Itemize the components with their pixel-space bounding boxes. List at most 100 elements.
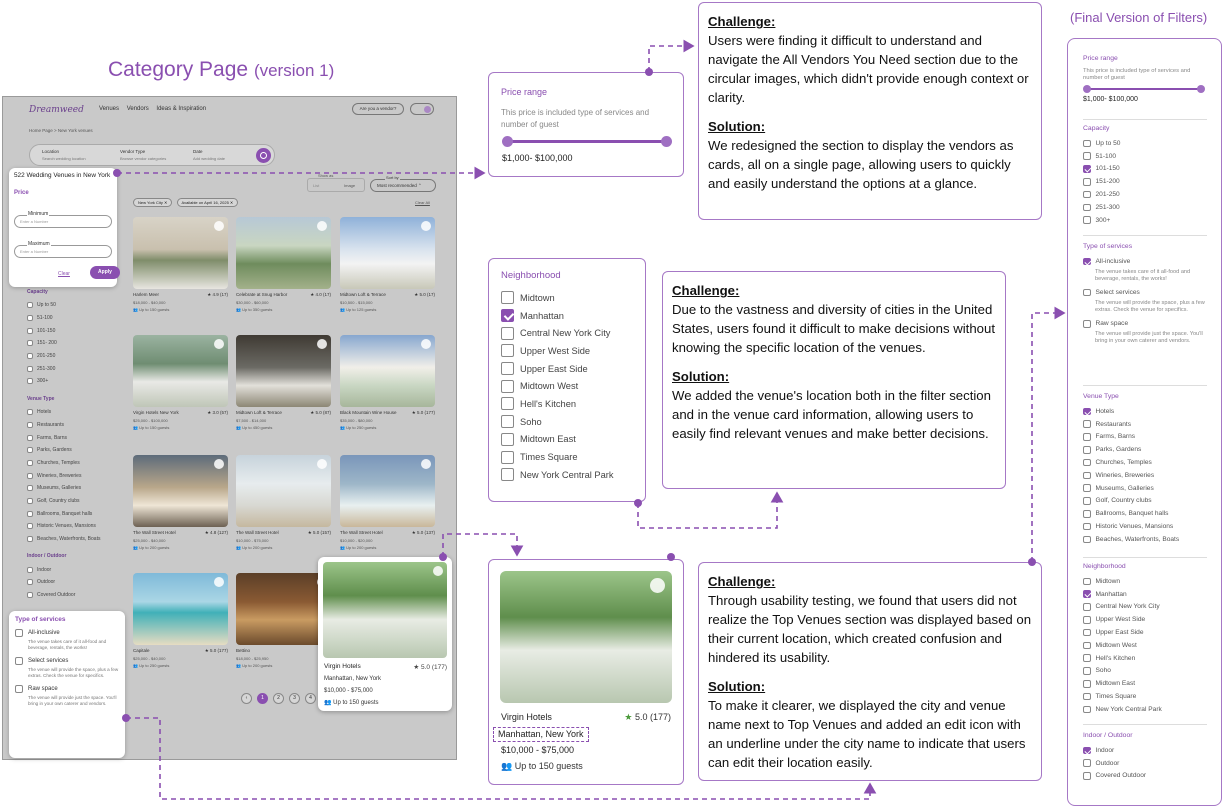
venue-card[interactable]: Midtown Loft & Terrace★ 5.0 (17)$10,500 … — [340, 217, 435, 312]
checkbox[interactable] — [501, 362, 514, 376]
checkbox[interactable] — [1083, 628, 1091, 637]
show-as-toggle[interactable]: Show as List Image — [307, 173, 365, 192]
venue-type-option[interactable]: Restaurants — [27, 419, 113, 432]
venue-type-option[interactable]: Golf, Country clubs — [27, 495, 113, 508]
checkbox[interactable] — [1083, 257, 1091, 266]
checkbox[interactable] — [1083, 178, 1091, 186]
checkbox[interactable] — [1083, 433, 1091, 441]
checkbox[interactable] — [15, 685, 23, 693]
capacity-option[interactable]: 51-100 — [1083, 150, 1207, 163]
venue-card[interactable]: Black Mountain Wine House★ 5.0 (177)$35,… — [340, 335, 435, 430]
nav-venues[interactable]: Venues — [99, 106, 120, 112]
checkbox[interactable] — [1083, 577, 1091, 586]
heart-icon[interactable] — [433, 566, 443, 576]
page-button[interactable]: 1 — [257, 693, 268, 704]
checkbox[interactable] — [1083, 446, 1091, 454]
checkbox[interactable] — [27, 447, 33, 454]
checkbox[interactable] — [27, 592, 33, 599]
page-button[interactable]: 4 — [305, 693, 316, 704]
neighborhood-option[interactable]: Midtown East — [501, 431, 633, 449]
neighborhood-option[interactable]: Times Square — [1083, 690, 1207, 703]
heart-icon[interactable] — [650, 578, 665, 593]
tos-option[interactable]: Raw space — [15, 685, 119, 693]
tos-option[interactable]: Select services — [15, 657, 119, 665]
logo[interactable]: Dreamweed — [29, 105, 84, 115]
checkbox[interactable] — [1083, 165, 1091, 173]
checkbox[interactable] — [501, 468, 514, 482]
venue-type-option[interactable]: Wineries, Breweries — [1083, 469, 1207, 482]
checkbox[interactable] — [1083, 458, 1091, 467]
tos-option[interactable]: Select services — [1083, 286, 1207, 299]
venue-type-option[interactable]: Farms, Barns — [27, 431, 113, 444]
checkbox[interactable] — [1083, 705, 1091, 714]
capacity-option[interactable]: 201-250 — [27, 350, 113, 363]
venue-type-option[interactable]: Ballrooms, Banquet halls — [27, 507, 113, 520]
checkbox[interactable] — [1083, 535, 1091, 544]
venue-type-option[interactable]: Churches, Temples — [27, 457, 113, 470]
checkbox[interactable] — [501, 291, 514, 305]
checkbox[interactable] — [1083, 772, 1091, 780]
neighborhood-option[interactable]: Manhattan — [501, 307, 633, 325]
neighborhood-option[interactable]: Upper West Side — [1083, 613, 1207, 626]
venue-type-option[interactable]: Parks, Gardens — [1083, 443, 1207, 456]
checkbox[interactable] — [1083, 680, 1091, 688]
checkbox[interactable] — [501, 450, 514, 464]
venue-type-option[interactable]: Churches, Temples — [1083, 456, 1207, 469]
nav-ideas[interactable]: Ideas & Inspiration — [156, 106, 207, 112]
venue-type-option[interactable]: Restaurants — [1083, 418, 1207, 431]
checkbox[interactable] — [27, 510, 33, 517]
checkbox[interactable] — [501, 379, 514, 393]
checkbox[interactable] — [1083, 603, 1091, 611]
checkbox[interactable] — [15, 657, 23, 665]
heart-icon[interactable] — [317, 459, 327, 469]
checkbox[interactable] — [1083, 471, 1091, 480]
price-slider-max-handle[interactable] — [1197, 85, 1205, 94]
venue-card[interactable]: The Wall Street Hotel★ 5.0 (157)$10,000 … — [236, 455, 331, 550]
neighborhood-option[interactable]: Central New York City — [501, 324, 633, 342]
neighborhood-option[interactable]: Midtown — [501, 289, 633, 307]
neighborhood-option[interactable]: New York Central Park — [501, 466, 633, 484]
capacity-option[interactable]: 251-300 — [27, 362, 113, 375]
prev-page-icon[interactable]: ‹ — [241, 693, 252, 704]
checkbox[interactable] — [27, 302, 33, 309]
checkbox[interactable] — [27, 523, 33, 530]
checkbox[interactable] — [1083, 497, 1091, 505]
heart-icon[interactable] — [317, 221, 327, 231]
tos-option[interactable]: All-inclusive — [15, 629, 119, 637]
tos-option[interactable]: Raw space — [1083, 317, 1207, 330]
capacity-option[interactable]: 300+ — [1083, 214, 1207, 227]
capacity-option[interactable]: 101-150 — [27, 324, 113, 337]
vendor-button[interactable]: Are you a vendor? — [352, 103, 404, 115]
checkbox[interactable] — [27, 497, 33, 504]
profile-menu-icon[interactable] — [410, 103, 434, 115]
capacity-option[interactable]: 151-200 — [1083, 175, 1207, 188]
neighborhood-option[interactable]: Hell's Kitchen — [501, 395, 633, 413]
checkbox[interactable] — [1083, 641, 1091, 650]
indoor-option[interactable]: Covered Outdoor — [1083, 770, 1207, 783]
price-slider[interactable] — [1083, 82, 1207, 96]
venue-type-option[interactable]: Hotels — [1083, 405, 1207, 418]
venue-type-option[interactable]: Golf, Country clubs — [1083, 495, 1207, 508]
checkbox[interactable] — [501, 344, 514, 358]
capacity-option[interactable]: 201-250 — [1083, 188, 1207, 201]
venue-card-popover[interactable]: Virgin Hotels ★ 5.0 (177) Manhattan, New… — [318, 557, 452, 711]
checkbox[interactable] — [27, 485, 33, 492]
checkbox[interactable] — [501, 415, 514, 429]
checkbox[interactable] — [1083, 667, 1091, 675]
checkbox[interactable] — [27, 327, 33, 334]
checkbox[interactable] — [1083, 590, 1091, 598]
venue-type-option[interactable]: Wineries, Breweries — [27, 469, 113, 482]
checkbox[interactable] — [1083, 420, 1091, 428]
checkbox[interactable] — [27, 378, 33, 385]
venue-type-option[interactable]: Historic Venues, Mansions — [27, 520, 113, 533]
chip[interactable]: Available on April 16, 2025 ✕ — [176, 198, 239, 207]
neighborhood-option[interactable]: New York Central Park — [1083, 703, 1207, 716]
venue-card[interactable]: Midtown Loft & Terrace★ 5.0 (87)$7,500 -… — [236, 335, 331, 430]
neighborhood-option[interactable]: Manhattan — [1083, 588, 1207, 601]
heart-icon[interactable] — [214, 221, 224, 231]
venue-card[interactable]: Bettino★ 4.6$18,000 - $25,950👥 Up to 200… — [236, 573, 331, 668]
indoor-option[interactable]: Indoor — [1083, 744, 1207, 757]
neighborhood-option[interactable]: Soho — [1083, 665, 1207, 678]
venue-type-option[interactable]: Museums, Galleries — [27, 482, 113, 495]
